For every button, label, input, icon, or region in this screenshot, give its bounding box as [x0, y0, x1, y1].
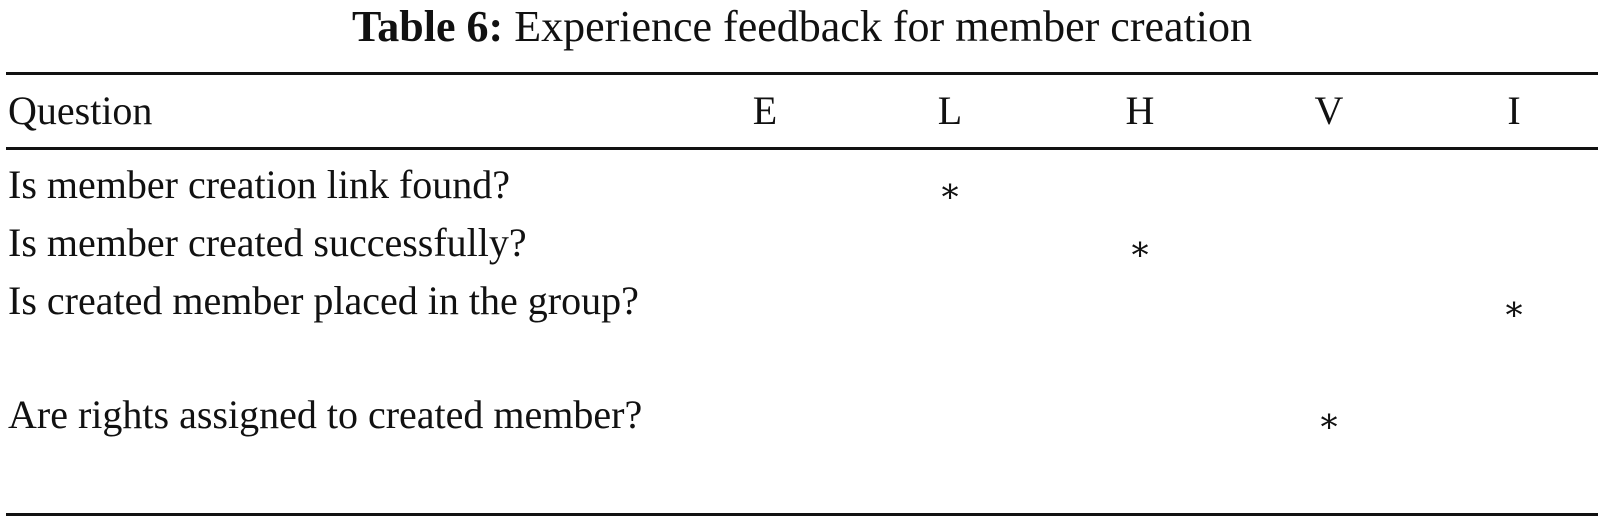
table-top-rule [6, 72, 1598, 75]
column-header-e: E [752, 88, 778, 133]
table-bottom-rule [6, 513, 1598, 516]
caption-text: Experience feedback for member creation [514, 2, 1252, 51]
question-column-header: Question [8, 88, 153, 133]
table-row-mark: ∗ [1317, 401, 1341, 441]
table-header-rule [6, 147, 1598, 150]
table-row-question: Are rights assigned to created member? [8, 392, 643, 437]
column-header-l: L [937, 88, 963, 133]
column-header-i: I [1507, 88, 1521, 133]
table-row-question: Is created member placed in the group? [8, 278, 639, 323]
table-row-question: Is member creation link found? [8, 162, 511, 207]
column-header-h: H [1125, 88, 1155, 133]
table-caption: Table 6: Experience feedback for member … [0, 2, 1604, 52]
column-header-v: V [1314, 88, 1344, 133]
table-row-mark: ∗ [938, 171, 962, 211]
table-row-question: Is member created successfully? [8, 220, 527, 265]
caption-label: Table 6: [352, 2, 504, 51]
table-row-mark: ∗ [1502, 289, 1526, 329]
table-row-mark: ∗ [1128, 229, 1152, 269]
